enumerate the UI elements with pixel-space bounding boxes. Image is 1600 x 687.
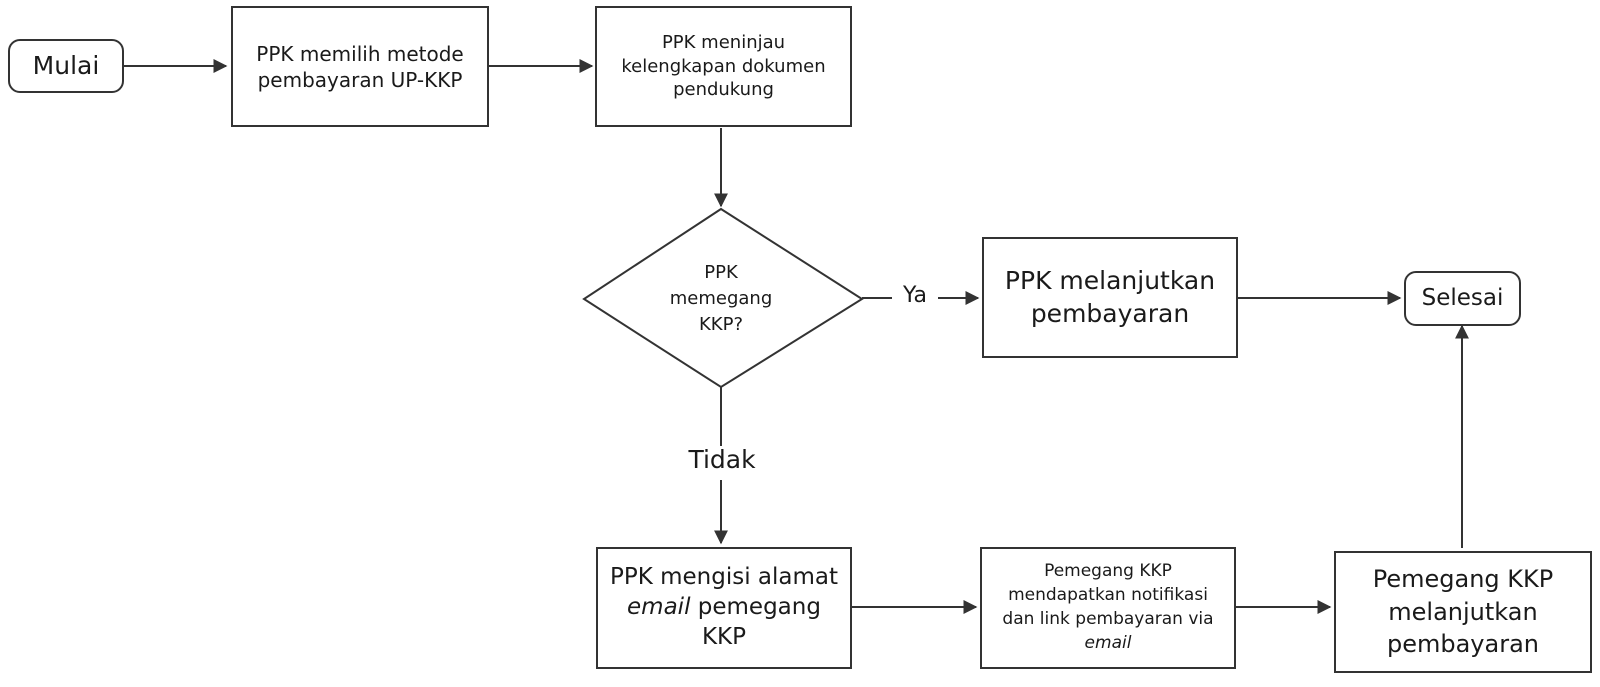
- end-label: Selesai: [1421, 284, 1504, 311]
- notify-line1: Pemegang KKP: [1044, 561, 1172, 582]
- holder-continue-box: Pemegang KKP melanjutkan pembayaran: [1334, 551, 1592, 673]
- review-docs-box: PPK meninjau kelengkapan dokumen penduku…: [595, 6, 852, 127]
- ppk-continue-line1: PPK melanjutkan: [1004, 266, 1216, 295]
- start-node: Mulai: [8, 39, 124, 93]
- notify-line2: mendapatkan notifikasi: [1008, 585, 1208, 606]
- fill-email-italic: email: [627, 594, 691, 621]
- fill-email-box: PPK mengisi alamat email pemegang KKP: [596, 547, 852, 669]
- notify-line3: dan link pembayaran via: [1002, 609, 1214, 629]
- review-docs-line1: PPK meninjau: [661, 32, 786, 54]
- no-label: Tidak: [682, 447, 762, 479]
- choose-method-line1: PPK memilih metode: [256, 41, 464, 66]
- review-docs-line3: pendukung: [673, 79, 774, 101]
- no-label-text: Tidak: [688, 445, 756, 474]
- yes-label: Ya: [893, 285, 937, 313]
- choose-method-box: PPK memilih metode pembayaran UP-KKP: [231, 6, 489, 127]
- decision-line2: memegang: [669, 287, 773, 309]
- decision-label: PPK memegang KKP?: [644, 252, 798, 346]
- holder-continue-line3: pembayaran: [1386, 630, 1539, 659]
- holder-continue-line1: Pemegang KKP: [1372, 565, 1554, 594]
- holder-continue-line2: melanjutkan: [1388, 597, 1538, 626]
- ppk-continue-box: PPK melanjutkan pembayaran: [982, 237, 1238, 358]
- decision-line1: PPK: [704, 261, 738, 283]
- notify-box: Pemegang KKP mendapatkan notifikasi dan …: [980, 547, 1236, 669]
- fill-email-line3: KKP: [701, 623, 747, 650]
- decision-line3: KKP?: [698, 314, 743, 336]
- fill-email-line2: email pemegang: [627, 593, 821, 623]
- end-node: Selesai: [1404, 271, 1521, 326]
- review-docs-line2: kelengkapan dokumen: [621, 55, 826, 77]
- yes-label-text: Ya: [903, 283, 927, 308]
- start-label: Mulai: [32, 50, 100, 80]
- ppk-continue-line2: pembayaran: [1030, 298, 1190, 328]
- notify-line4: email: [1084, 632, 1132, 653]
- fill-email-line2-rest: pemegang: [690, 594, 821, 621]
- choose-method-line2: pembayaran UP-KKP: [257, 67, 463, 92]
- fill-email-line1: PPK mengisi alamat: [609, 564, 839, 591]
